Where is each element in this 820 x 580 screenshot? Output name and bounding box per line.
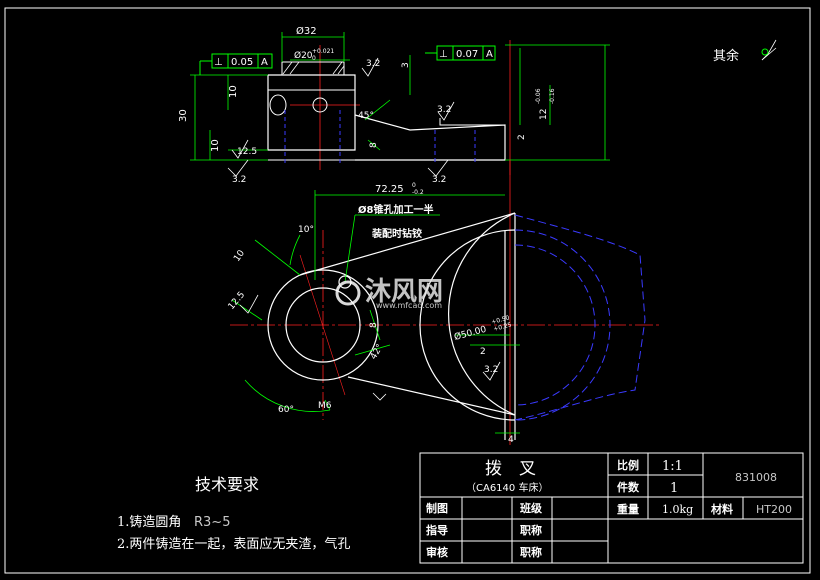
part-outline (267, 212, 516, 440)
gdt-symbol: ⊥ (439, 49, 448, 60)
gdt-value: 0.05 (231, 57, 253, 68)
roughness-value: 3.2 (232, 175, 246, 185)
watermark-logo-icon (335, 280, 361, 306)
review-label: 审核 (426, 545, 448, 559)
dimension-lines (231, 190, 520, 434)
qty-value: 1 (670, 481, 678, 496)
dim-text: 8 (369, 322, 379, 328)
hidden-line (514, 214, 646, 421)
dim-text: 60° (278, 405, 294, 415)
part-outline (281, 61, 345, 76)
part-outline (269, 94, 287, 116)
title-block-text: 拨 叉 （CA6140 车床） 比例 1:1 件数 1 831008 重量 1.… (426, 458, 792, 559)
tech-req-title: 技术要求 (195, 475, 259, 494)
surface-finish-label: 其余 (713, 48, 739, 64)
dim-tol: 0 (412, 182, 416, 189)
part-outline (312, 97, 328, 113)
center-line (299, 254, 346, 396)
roughness-value: 12.5 (237, 147, 257, 157)
dim-tol: +0.021 (312, 48, 334, 55)
dim-text: Ø50.00 (453, 324, 488, 343)
gdt-frame-left: ⊥ 0.05 A (199, 53, 273, 75)
scale-label: 比例 (617, 458, 639, 472)
section-hatch (282, 61, 345, 75)
dim-text: Ø32 (296, 25, 317, 37)
watermark-url: www.mfcad.com (376, 301, 442, 310)
dim-text: Ø20 (294, 50, 313, 61)
gdt-datum: A (486, 49, 493, 60)
part-name: 拨 叉 (485, 459, 536, 479)
dimension-lines (190, 32, 610, 161)
gdt-frame-right: ⊥ 0.07 A (425, 45, 496, 61)
class-label: 班级 (520, 501, 543, 515)
roughness-icon (761, 48, 769, 56)
dim-text: 4 (508, 435, 514, 445)
drawing-number: 831008 (735, 471, 777, 484)
machine-name: （CA6140 车床） (466, 481, 548, 494)
tech-req-item-1: 1.铸造圆角 (117, 514, 181, 530)
drawn-label: 制图 (426, 501, 448, 515)
dim-tol: +0.50 (491, 314, 511, 326)
note-text: 装配时钻铰 (371, 227, 422, 240)
dim-tol: -0.2 (412, 189, 424, 196)
part-outline (439, 118, 505, 126)
dim-text: 10° (298, 225, 314, 235)
dim-text: 72.25 (375, 184, 404, 195)
dim-text: 3 (401, 62, 411, 68)
dim-text: 10 (232, 248, 247, 263)
roughness-value: 3.2 (437, 105, 451, 115)
front-view: 72.25 0 -0.2 Ø8锥孔加工一半 装配时钻铰 10° 10 12.5 … (227, 160, 660, 445)
top-view: ⊥ 0.05 A ⊥ 0.07 A Ø32 Ø20 +0.021 0 3.2 (178, 25, 777, 185)
watermark-brand: 沐风网 (365, 277, 443, 307)
note-text: Ø8锥孔加工一半 (358, 203, 433, 216)
tech-requirements: 技术要求 1.铸造圆角 R3~5 2.两件铸造在一起，表面应无夹渣，气孔 (117, 475, 350, 552)
dim-text: 8 (369, 142, 379, 148)
dim-text: 10 (210, 139, 221, 152)
dim-tol: +0.25 (493, 321, 513, 333)
guide-label: 指导 (426, 523, 448, 537)
material-value: HT200 (756, 503, 792, 516)
title-block (419, 452, 804, 564)
dim-text: M6 (318, 401, 332, 411)
dim-text: 45° (358, 111, 374, 121)
tech-req-item-2: 2.两件铸造在一起，表面应无夹渣，气孔 (117, 536, 350, 552)
dim-text: 12 (539, 109, 549, 120)
drawing-border (4, 7, 811, 574)
roughness-value: 3.2 (484, 365, 498, 375)
dim-text: 10 (228, 85, 239, 98)
dim-text: 2 (517, 134, 527, 140)
material-label: 材料 (711, 502, 733, 516)
roughness-value: 3.2 (366, 59, 380, 69)
gdt-symbol: ⊥ (214, 57, 223, 68)
dim-text: 42° (369, 343, 386, 362)
part-outline (354, 114, 506, 161)
scale-value: 1:1 (662, 459, 683, 474)
watermark: 沐风网 www.mfcad.com (335, 277, 443, 310)
roughness-value: 3.2 (432, 175, 446, 185)
gdt-datum: A (261, 57, 268, 68)
tech-req-item-1-value: R3~5 (194, 515, 230, 530)
dim-tol: 0 (312, 55, 316, 62)
dim-tol: -0.16 (549, 88, 556, 104)
part-outline (267, 74, 356, 151)
weight-label: 重量 (617, 502, 639, 516)
qty-label: 件数 (617, 480, 640, 494)
title-label: 职称 (520, 545, 542, 559)
roughness-symbols (227, 39, 777, 177)
gdt-value: 0.07 (456, 49, 478, 60)
title-label: 职称 (520, 523, 542, 537)
dim-text: 30 (178, 109, 189, 122)
weight-value: 1.0kg (662, 503, 693, 516)
dim-text: 2 (480, 347, 486, 357)
dim-tol: -0.06 (535, 88, 542, 104)
roughness-symbols (239, 294, 501, 401)
